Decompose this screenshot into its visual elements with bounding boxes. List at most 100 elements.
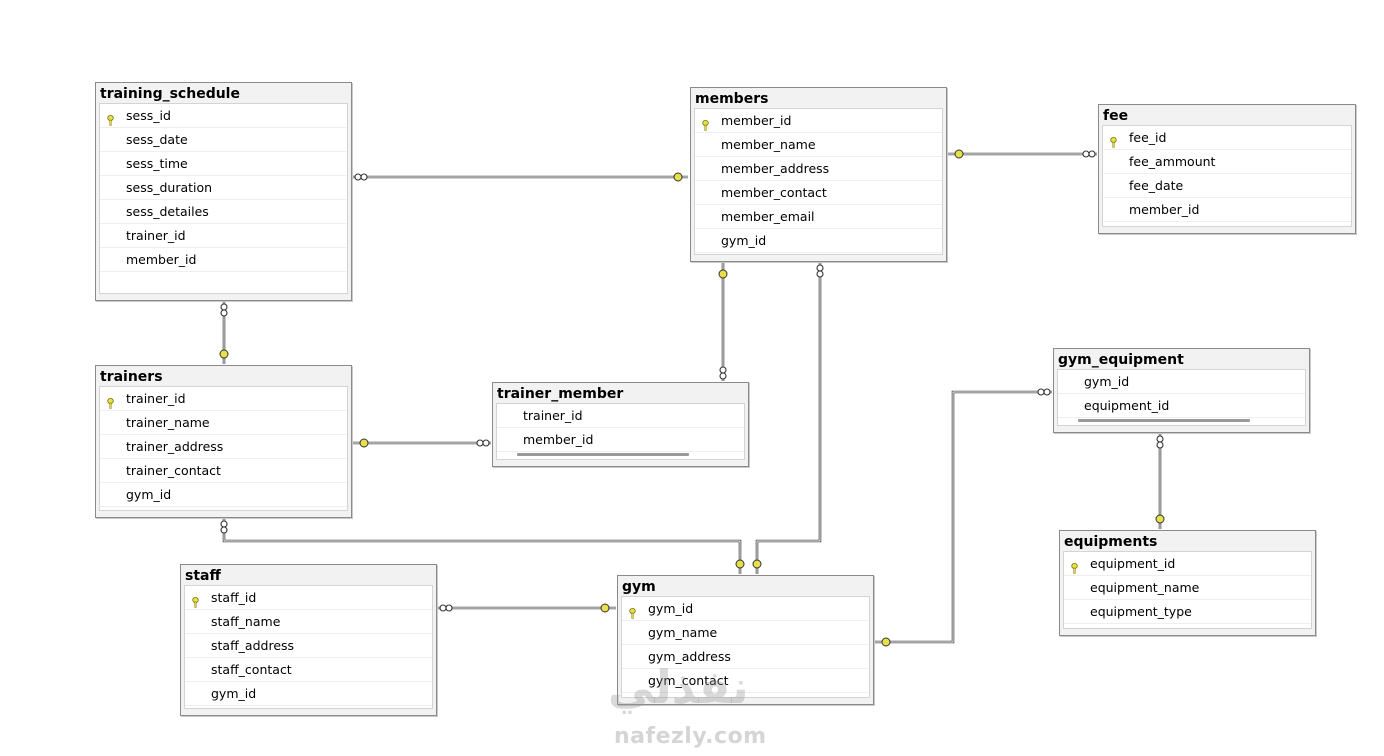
column-name: staff_name	[211, 614, 281, 629]
primary-key-icon	[1110, 132, 1117, 148]
relationship-line[interactable]	[875, 391, 1052, 643]
column-row[interactable]: member_id	[1103, 198, 1351, 222]
column-list: gym_id gym_name gym_address gym_contact	[621, 596, 870, 698]
column-row[interactable]: gym_contact	[622, 669, 869, 693]
column-row[interactable]: trainer_id	[497, 404, 744, 428]
many-end-icon	[439, 604, 453, 612]
column-row[interactable]: staff_id	[185, 586, 432, 610]
column-row[interactable]: fee_id	[1103, 126, 1351, 150]
column-row[interactable]: staff_contact	[185, 658, 432, 682]
column-name: trainer_address	[126, 439, 224, 454]
column-row[interactable]: member_id	[100, 248, 347, 272]
column-name: sess_id	[126, 108, 171, 123]
column-row[interactable]: member_address	[695, 157, 942, 181]
column-row[interactable]: equipment_id	[1058, 394, 1305, 418]
column-name: gym_id	[648, 601, 694, 616]
column-name: member_id	[126, 252, 197, 267]
column-row[interactable]: sess_id	[100, 104, 347, 128]
column-name: fee_ammount	[1129, 154, 1216, 169]
table-training-schedule[interactable]: training_schedule sess_id sess_date sess_ti…	[95, 82, 352, 301]
relationship-line[interactable]	[756, 263, 821, 574]
column-row[interactable]: staff_address	[185, 634, 432, 658]
primary-key-icon	[1071, 558, 1078, 574]
column-name: sess_date	[126, 132, 188, 147]
column-row[interactable]: sess_duration	[100, 176, 347, 200]
column-row[interactable]: trainer_contact	[100, 459, 347, 483]
primary-key-icon	[629, 603, 636, 619]
column-name: equipment_type	[1090, 604, 1192, 619]
many-end-icon	[719, 366, 727, 380]
column-name: gym_id	[211, 686, 257, 701]
column-name: gym_id	[1084, 374, 1130, 389]
table-trainers[interactable]: trainers trainer_id trainer_name trainer_ad…	[95, 365, 352, 518]
column-row[interactable]: gym_address	[622, 645, 869, 669]
column-row[interactable]: gym_id	[622, 597, 869, 621]
column-row[interactable]: gym_name	[622, 621, 869, 645]
column-name: gym_address	[648, 649, 731, 664]
column-name: trainer_name	[126, 415, 210, 430]
table-title: equipments	[1064, 534, 1158, 550]
column-row[interactable]: gym_id	[100, 483, 347, 507]
column-name: sess_detailes	[126, 204, 209, 219]
primary-key-icon	[107, 110, 114, 126]
column-row[interactable]: trainer_id	[100, 387, 347, 411]
column-name: equipment_name	[1090, 580, 1200, 595]
table-title: fee	[1103, 108, 1129, 124]
relationship-line[interactable]	[875, 390, 1052, 644]
column-name: equipment_id	[1090, 556, 1176, 571]
one-end-key-icon	[718, 269, 728, 279]
primary-key-icon	[702, 115, 709, 131]
column-name: staff_contact	[211, 662, 292, 677]
column-row[interactable]: equipment_type	[1064, 600, 1311, 624]
table-gym[interactable]: gym gym_id gym_name gym_address gym_contact	[617, 575, 874, 705]
column-name: fee_id	[1129, 130, 1167, 145]
one-end-key-icon	[359, 438, 369, 448]
column-row[interactable]: gym_id	[695, 229, 942, 253]
column-row[interactable]: sess_date	[100, 128, 347, 152]
one-end-key-icon	[600, 603, 610, 613]
column-row[interactable]: fee_date	[1103, 174, 1351, 198]
column-row[interactable]: gym_id	[1058, 370, 1305, 394]
column-row[interactable]: member_contact	[695, 181, 942, 205]
column-row[interactable]: fee_ammount	[1103, 150, 1351, 174]
primary-key-icon	[192, 592, 199, 608]
column-name: sess_time	[126, 156, 188, 171]
horizontal-scrollbar[interactable]	[1078, 419, 1250, 422]
column-row[interactable]: trainer_id	[100, 224, 347, 248]
column-row[interactable]: trainer_address	[100, 435, 347, 459]
horizontal-scrollbar[interactable]	[517, 453, 689, 456]
column-name: member_name	[721, 137, 816, 152]
one-end-key-icon	[673, 172, 683, 182]
column-row[interactable]: staff_name	[185, 610, 432, 634]
table-title: training_schedule	[100, 86, 240, 102]
many-end-icon	[354, 173, 368, 181]
column-row[interactable]: equipment_id	[1064, 552, 1311, 576]
column-row[interactable]: member_id	[497, 428, 744, 452]
column-row[interactable]: trainer_name	[100, 411, 347, 435]
column-row[interactable]: sess_detailes	[100, 200, 347, 224]
column-name: trainer_contact	[126, 463, 221, 478]
table-title: trainers	[100, 369, 163, 385]
table-title: gym	[622, 579, 656, 595]
column-row[interactable]: member_id	[695, 109, 942, 133]
column-row[interactable]: member_email	[695, 205, 942, 229]
column-name: fee_date	[1129, 178, 1184, 193]
many-end-icon	[476, 439, 490, 447]
column-row[interactable]: sess_time	[100, 152, 347, 176]
column-name: member_address	[721, 161, 830, 176]
relationship-line[interactable]	[755, 263, 822, 574]
column-row[interactable]: gym_id	[185, 682, 432, 706]
column-row[interactable]: equipment_name	[1064, 576, 1311, 600]
column-name: gym_contact	[648, 673, 729, 688]
column-row[interactable]: member_name	[695, 133, 942, 157]
column-name: staff_id	[211, 590, 257, 605]
